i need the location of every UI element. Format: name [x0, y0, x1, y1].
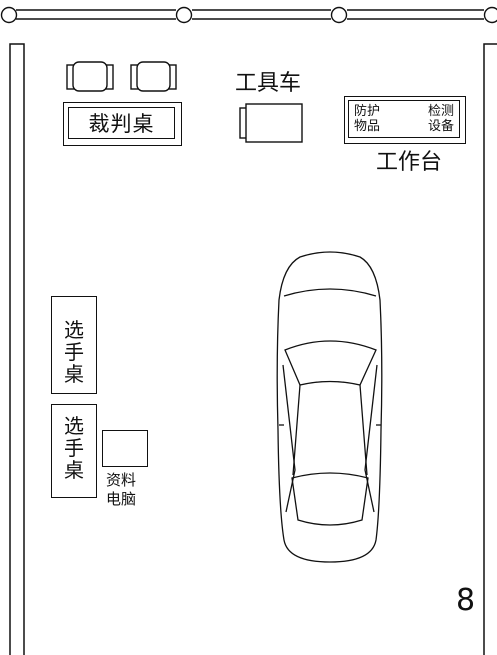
protective-items-label: 防护 物品 [354, 104, 380, 134]
test-equipment-line-1: 检测 [428, 104, 455, 119]
competitor-desk-2: 选 手 桌 [51, 404, 97, 498]
car-side-right [364, 364, 378, 513]
referee-desk-inner: 裁判桌 [68, 107, 175, 139]
reference-computer-line-1: 资料 [106, 471, 137, 489]
car-roof [292, 384, 368, 476]
rail-node-1 [0, 6, 18, 24]
protective-items-line-2: 物品 [354, 119, 381, 134]
room-walls [9, 43, 497, 655]
car-side-left [282, 364, 296, 513]
car-rear-window [291, 472, 369, 526]
car-body [276, 251, 383, 563]
car-windshield [284, 340, 377, 386]
test-equipment-line-2: 设备 [428, 119, 455, 134]
reference-computer [102, 430, 148, 467]
competitor-desk-1-char-3: 桌 [64, 362, 84, 386]
competitor-desk-1: 选 手 桌 [51, 296, 97, 394]
competitor-desk-2-label: 选 手 桌 [64, 415, 84, 481]
competitor-desk-2-char-2: 手 [64, 436, 84, 460]
competitor-desk-2-char-3: 桌 [64, 458, 84, 482]
competitor-desk-1-char-2: 手 [64, 340, 84, 364]
competitor-desk-1-char-1: 选 [64, 318, 84, 342]
car [276, 251, 383, 563]
competitor-desk-2-char-1: 选 [64, 414, 84, 438]
car-hood-line [283, 288, 377, 297]
right-wall [483, 43, 497, 655]
referee-chair-2 [130, 61, 177, 92]
top-rail [0, 6, 497, 24]
workbench-label: 工作台 [376, 150, 443, 175]
workbench: 防护 物品 检测 设备 [344, 96, 466, 144]
rail-node-3 [330, 6, 348, 24]
competitor-desk-1-label: 选 手 桌 [64, 319, 84, 385]
reference-computer-line-2: 电脑 [106, 490, 137, 508]
referee-desk-label: 裁判桌 [88, 112, 155, 136]
referee-desk: 裁判桌 [63, 102, 182, 146]
corner-mark: 8 [456, 583, 476, 618]
workbench-inner: 防护 物品 检测 设备 [348, 100, 460, 138]
tool-cart-label: 工具车 [235, 71, 302, 96]
protective-items-line-1: 防护 [354, 104, 381, 119]
left-wall [9, 43, 25, 655]
tool-cart [239, 103, 303, 143]
test-equipment-label: 检测 设备 [428, 104, 454, 134]
rail-node-2 [175, 6, 193, 24]
rail-node-4 [483, 6, 497, 24]
referee-chair-1 [66, 61, 114, 92]
reference-computer-label: 资料 电脑 [106, 471, 136, 509]
